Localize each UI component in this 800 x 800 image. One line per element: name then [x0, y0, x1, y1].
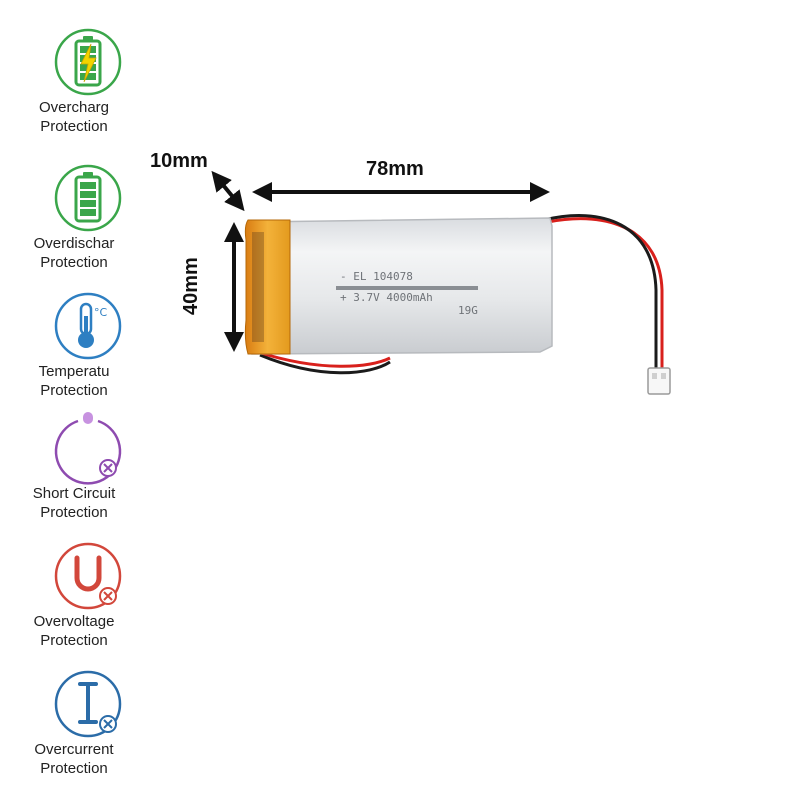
- feature-overdischarge: Overdischar Protection: [0, 162, 160, 282]
- thermometer-icon: °C: [54, 292, 122, 360]
- feature-temperature: °C Temperatu Protection: [0, 290, 160, 410]
- battery-print-date: 19G: [458, 304, 478, 317]
- feature-overcurrent: Overcurrent Protection: [0, 668, 160, 788]
- feature-overvoltage: Overvoltage Protection: [0, 540, 160, 660]
- kapton-tape: [244, 219, 291, 355]
- feature-label-line1: Overcharg: [38, 99, 110, 116]
- svg-text:°C: °C: [94, 306, 108, 319]
- battery-print: - EL 104078 + 3.7V 4000mAh 19G: [336, 270, 478, 317]
- voltage-u-icon: [54, 542, 122, 610]
- feature-label-line2: Protection: [40, 382, 108, 399]
- lipo-battery-image: - EL 104078 + 3.7V 4000mAh 19G: [211, 170, 671, 395]
- feature-label: Overcurrent Protection: [22, 740, 126, 778]
- battery-print-model: - EL 104078: [340, 270, 413, 283]
- dimension-thickness-label: 10mm: [150, 150, 208, 172]
- jst-connector: [647, 367, 671, 395]
- feature-label: Temperatu Protection: [22, 362, 126, 400]
- feature-label-line1: Short Circuit: [32, 485, 116, 502]
- feature-label-line2: Protection: [40, 504, 108, 521]
- feature-label: Short Circuit Protection: [22, 484, 126, 522]
- protection-features-list: Overcharg Protection Overdischar Protect…: [0, 0, 160, 800]
- red-wire: [547, 217, 664, 370]
- feature-label-line1: Overcurrent: [34, 741, 114, 758]
- feature-label-line2: Protection: [40, 632, 108, 649]
- feature-label-line2: Protection: [40, 254, 108, 271]
- feature-label-line2: Protection: [40, 118, 108, 135]
- feature-label-line1: Overvoltage: [33, 613, 115, 630]
- feature-label-line1: Temperatu: [38, 363, 110, 380]
- battery-charging-icon: [54, 28, 122, 96]
- short-circuit-icon: [54, 412, 122, 485]
- feature-label-line2: Protection: [40, 760, 108, 777]
- black-wire-top: [543, 214, 658, 370]
- feature-label-line1: Overdischar: [33, 235, 115, 252]
- feature-short-circuit: Short Circuit Protection: [0, 412, 160, 532]
- feature-label: Overcharg Protection: [22, 98, 126, 136]
- red-wire-bottom: [257, 350, 391, 368]
- battery-full-icon: [54, 164, 122, 232]
- thickness-arrow: [211, 170, 245, 212]
- feature-label: Overdischar Protection: [22, 234, 126, 272]
- black-wire-bottom: [259, 353, 391, 375]
- feature-label: Overvoltage Protection: [22, 612, 126, 650]
- current-i-icon: [54, 670, 122, 738]
- battery-print-spec: + 3.7V 4000mAh: [340, 291, 433, 304]
- dimension-length-label: 78mm: [366, 158, 424, 180]
- feature-overcharge: Overcharg Protection: [0, 26, 160, 146]
